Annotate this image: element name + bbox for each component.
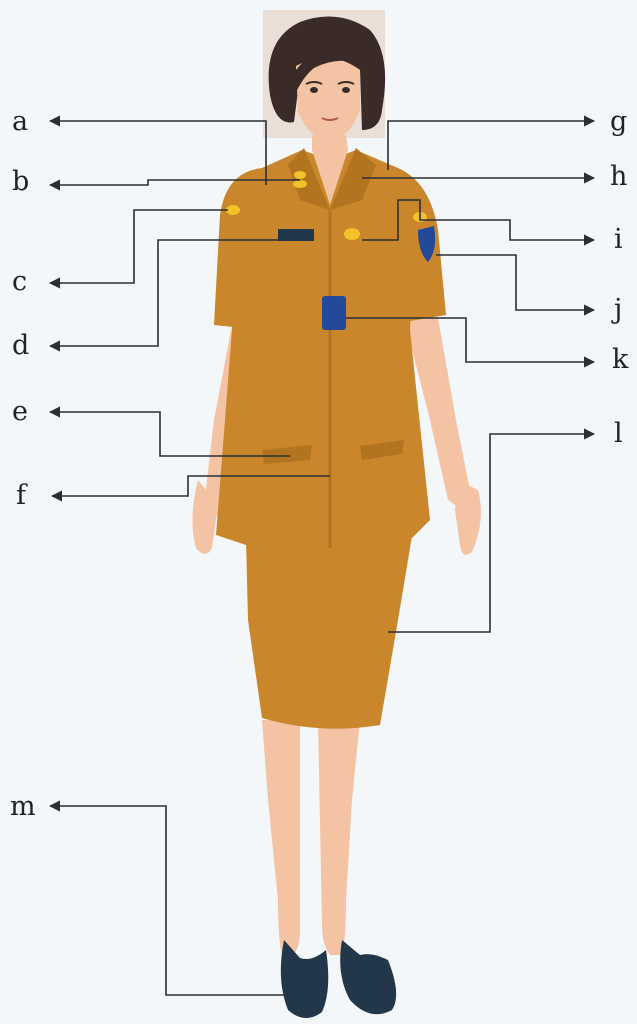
label-f: f <box>16 482 26 509</box>
left-sleeve <box>214 168 266 330</box>
label-g: g <box>610 108 627 135</box>
leader-a <box>50 121 266 185</box>
id-badge <box>322 296 346 330</box>
label-a: a <box>12 108 28 135</box>
skirt <box>246 536 412 729</box>
label-e: e <box>12 398 28 425</box>
label-d: d <box>12 332 29 359</box>
leader-g <box>388 121 594 170</box>
label-k: k <box>612 346 628 373</box>
leader-c <box>50 210 228 283</box>
label-h: h <box>610 163 627 190</box>
label-i: i <box>614 226 623 253</box>
leader-m <box>50 806 290 995</box>
leader-j <box>436 255 594 310</box>
label-b: b <box>12 168 29 195</box>
name-tag <box>278 229 314 241</box>
legs <box>262 720 360 955</box>
label-c: c <box>12 268 27 295</box>
label-l: l <box>614 420 623 447</box>
label-j: j <box>614 296 622 323</box>
label-m: m <box>10 793 36 820</box>
